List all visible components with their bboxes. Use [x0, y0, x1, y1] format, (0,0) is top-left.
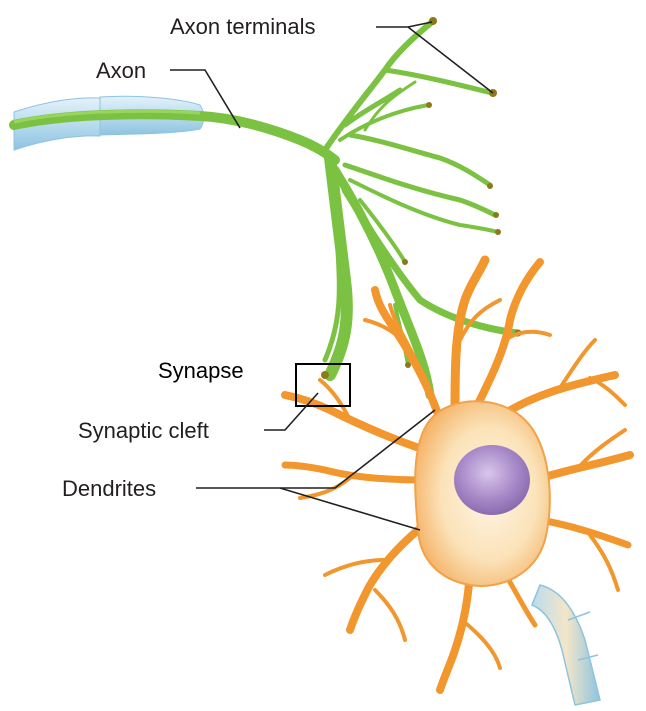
label-axon: Axon — [96, 58, 146, 83]
cell-body — [414, 400, 551, 587]
label-dendrites: Dendrites — [62, 476, 156, 501]
nucleus — [454, 445, 530, 515]
label-synaptic-cleft: Synaptic cleft — [78, 418, 209, 443]
axon-terminal-branches — [322, 19, 522, 400]
axon-shaft — [9, 95, 340, 165]
leader-lines — [170, 21, 494, 531]
efferent-axon — [531, 584, 601, 706]
label-axon-terminals: Axon terminals — [170, 14, 316, 39]
label-synapse: Synapse — [158, 358, 244, 383]
synapse-box — [295, 363, 351, 407]
